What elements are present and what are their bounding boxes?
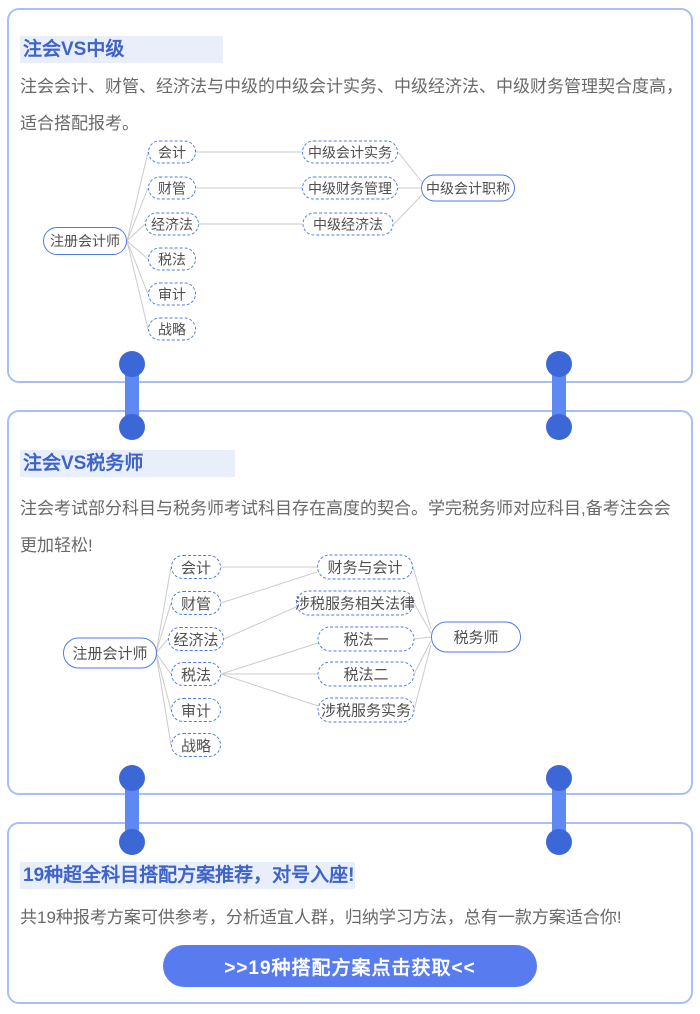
diagram1-target-node: 中级财务管理 xyxy=(302,176,398,200)
diagram2-root-node: 注册会计师 xyxy=(63,637,157,669)
diagram1-subject-node: 经济法 xyxy=(145,212,199,236)
pin-cap-top xyxy=(546,765,572,791)
diagram2-subject-node: 审计 xyxy=(171,698,221,722)
diagram1-subject-node: 税法 xyxy=(148,247,196,271)
diagram1-subject-node: 财管 xyxy=(148,176,196,200)
pin-connector xyxy=(546,351,572,440)
diagram1-subject-node: 审计 xyxy=(148,282,196,306)
diagram1-target-node: 中级会计实务 xyxy=(302,140,398,164)
pin-bar xyxy=(552,773,566,847)
diagram1-result-node: 中级会计职称 xyxy=(421,174,515,202)
card1-description: 注会会计、财管、经济法与中级的中级会计实务、中级经济法、中级财务管理契合度高，适… xyxy=(20,77,683,133)
diagram2-target-node: 财务与会计 xyxy=(317,554,413,580)
pin-bar xyxy=(552,359,566,432)
diagram2-subject-node: 经济法 xyxy=(168,627,224,651)
pin-cap-bottom xyxy=(546,829,572,855)
card1-title: 注会VS中级 xyxy=(20,36,223,63)
diagram1-subject-node: 会计 xyxy=(148,140,196,164)
card2-title: 注会VS税务师 xyxy=(20,450,235,477)
pin-connector xyxy=(546,765,572,855)
pin-connector xyxy=(119,765,145,855)
pin-cap-bottom xyxy=(119,414,145,440)
pin-bar xyxy=(125,359,139,432)
get-19-plans-button[interactable]: >>19种搭配方案点击获取<< xyxy=(163,945,537,987)
card3-title: 19种超全科目搭配方案推荐，对号入座! xyxy=(20,862,355,889)
card-19-plans: 19种超全科目搭配方案推荐，对号入座! 共19种报考方案可供参考，分析适宜人群，… xyxy=(7,822,693,1004)
diagram2-target-node: 涉税服务相关法律 xyxy=(295,590,415,616)
pin-cap-top xyxy=(119,351,145,377)
pin-cap-bottom xyxy=(546,414,572,440)
diagram2-result-node: 税务师 xyxy=(431,621,521,653)
pin-connector xyxy=(119,351,145,440)
diagram2-subject-node: 税法 xyxy=(171,662,221,686)
diagram2-target-node: 涉税服务实务 xyxy=(317,697,415,723)
diagram2-target-node: 税法一 xyxy=(317,626,415,652)
diagram1-subject-node: 战略 xyxy=(148,317,196,341)
pin-cap-top xyxy=(546,351,572,377)
card2-description: 注会考试部分科目与税务师考试科目存在高度的契合。学完税务师对应科目,备考注会会更… xyxy=(20,499,671,555)
card-cpa-vs-intermediate: 注会VS中级 注会会计、财管、经济法与中级的中级会计实务、中级经济法、中级财务管… xyxy=(7,8,693,383)
pin-cap-bottom xyxy=(119,829,145,855)
pin-cap-top xyxy=(119,765,145,791)
diagram2-subject-node: 会计 xyxy=(171,555,221,579)
pin-bar xyxy=(125,773,139,847)
card3-description: 共19种报考方案可供参考，分析适宜人群，归纳学习方法，总有一款方案适合你! xyxy=(20,908,622,927)
diagram2-subject-node: 战略 xyxy=(171,733,221,757)
diagram1-root-node: 注册会计师 xyxy=(43,227,127,255)
diagram1-target-node: 中级经济法 xyxy=(302,212,394,236)
diagram2-target-node: 税法二 xyxy=(317,661,415,687)
diagram2-subject-node: 财管 xyxy=(171,591,221,615)
